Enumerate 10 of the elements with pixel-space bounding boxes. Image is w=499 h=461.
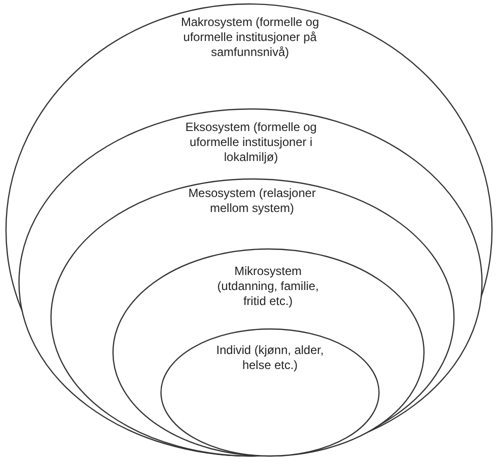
system-label: Individ (kjønn, alder, helse etc.) (215, 343, 325, 373)
ellipse-node (50, 178, 455, 457)
ellipse-node (5, 3, 493, 457)
ellipse-node (112, 248, 425, 457)
system-label: Makrosystem (formelle og uformelle institusjoner på samfunnsnivå) (180, 15, 320, 60)
system-label: Mesosystem (relasjoner mellom system) (187, 186, 317, 216)
system-label: Eksosystem (formelle og uformelle institusjoner i lokalmiljø) (184, 120, 318, 165)
system-label: Mikrosystem (utdanning, familie, fritid etc.) (216, 264, 320, 309)
ellipse-node (18, 108, 483, 457)
ellipse-node (160, 328, 380, 457)
